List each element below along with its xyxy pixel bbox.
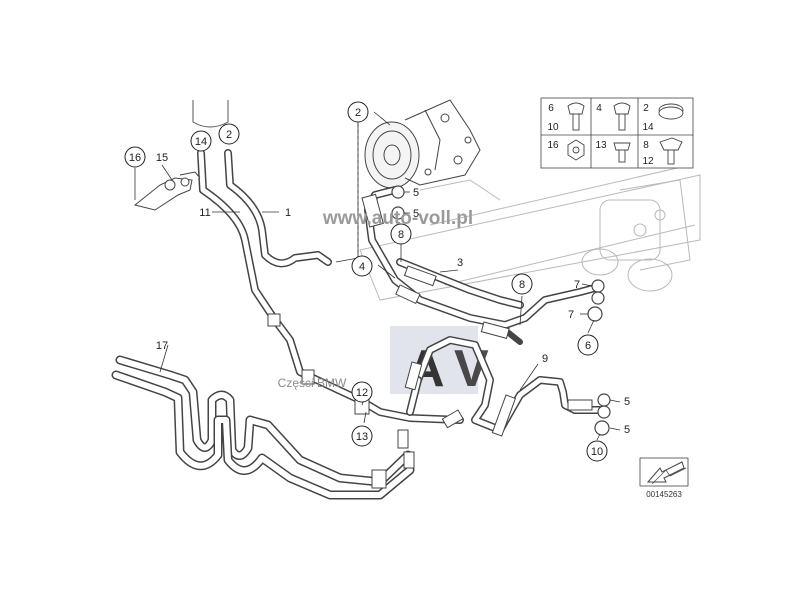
legend-r1c1b: 10 [547,122,559,133]
legend-r1c3a: 2 [643,103,649,114]
callout-17: 17 [156,340,168,352]
pressure-sensor [133,171,201,211]
callout-12-circle [351,381,373,403]
return-hose-11 [197,149,464,424]
callout-2b: 2 [355,107,361,119]
legend-r1c3b: 14 [642,122,654,133]
cooler-coil-17 [111,355,415,500]
callout-10-circle [586,440,608,462]
callout-12: 12 [356,387,368,399]
reservoir-outline [192,100,229,128]
callout-14-circle [190,130,212,152]
callout-14: 14 [195,136,207,148]
banjo-bolt-icon [613,142,631,151]
callout-3: 3 [457,257,463,269]
callout-16-circle [124,146,146,168]
legend-r1c2: 4 [596,103,602,114]
watermark-parts: Części BMW [278,376,347,390]
callout-2-circle [218,123,240,145]
fastener-legend: 6 10 4 2 14 16 13 8 12 [540,97,694,169]
sealing-rings [391,185,611,436]
callout-2: 2 [226,129,232,141]
callout-5c: 5 [624,396,630,408]
callout-6-circle [577,334,599,356]
callout-7a: 7 [574,279,580,291]
bolt-shank [572,113,580,131]
callout-5a: 5 [413,187,419,199]
callout-7b: 7 [568,309,574,321]
callout-10: 10 [591,446,603,458]
bolt-8-icon [659,137,683,151]
callout-13-circle [351,425,373,447]
legend-r2c3a: 8 [643,140,649,151]
steering-pump [364,99,481,189]
callout-circles [124,101,608,462]
return-hose-1 [224,149,332,268]
callout-8a: 8 [398,229,404,241]
callout-1: 1 [285,207,291,219]
callout-6: 6 [585,340,591,352]
callout-16: 16 [129,152,141,164]
callout-11: 11 [199,207,210,219]
callout-2b-circle [347,101,369,123]
callout-4-circle [351,255,373,277]
callout-15: 15 [156,152,168,164]
legend-r2c1: 16 [547,140,559,151]
callout-4: 4 [359,261,365,273]
bolt-6-icon [567,102,585,115]
callout-5d: 5 [624,424,630,436]
legend-r2c2: 13 [595,140,607,151]
hose-fittings [267,193,593,489]
callout-8b-circle [511,273,533,295]
legend-r1c1a: 6 [548,103,554,114]
callout-13: 13 [356,431,368,443]
document-number: 00145263 [646,490,682,499]
bolt-4-icon [613,102,631,115]
callout-8-circle [390,223,412,245]
callout-8b: 8 [519,279,525,291]
legend-r2c3b: 12 [642,156,654,167]
direction-arrow-box [639,457,689,487]
steering-rack-sketch [359,164,701,301]
watermark-url: www.auto-voll.pl [322,208,473,229]
callout-9: 9 [542,353,548,365]
callout-5b: 5 [413,208,419,220]
callout-labels: 16 15 14 2 11 1 2 5 5 8 4 3 8 7 7 6 17 9… [129,107,630,458]
